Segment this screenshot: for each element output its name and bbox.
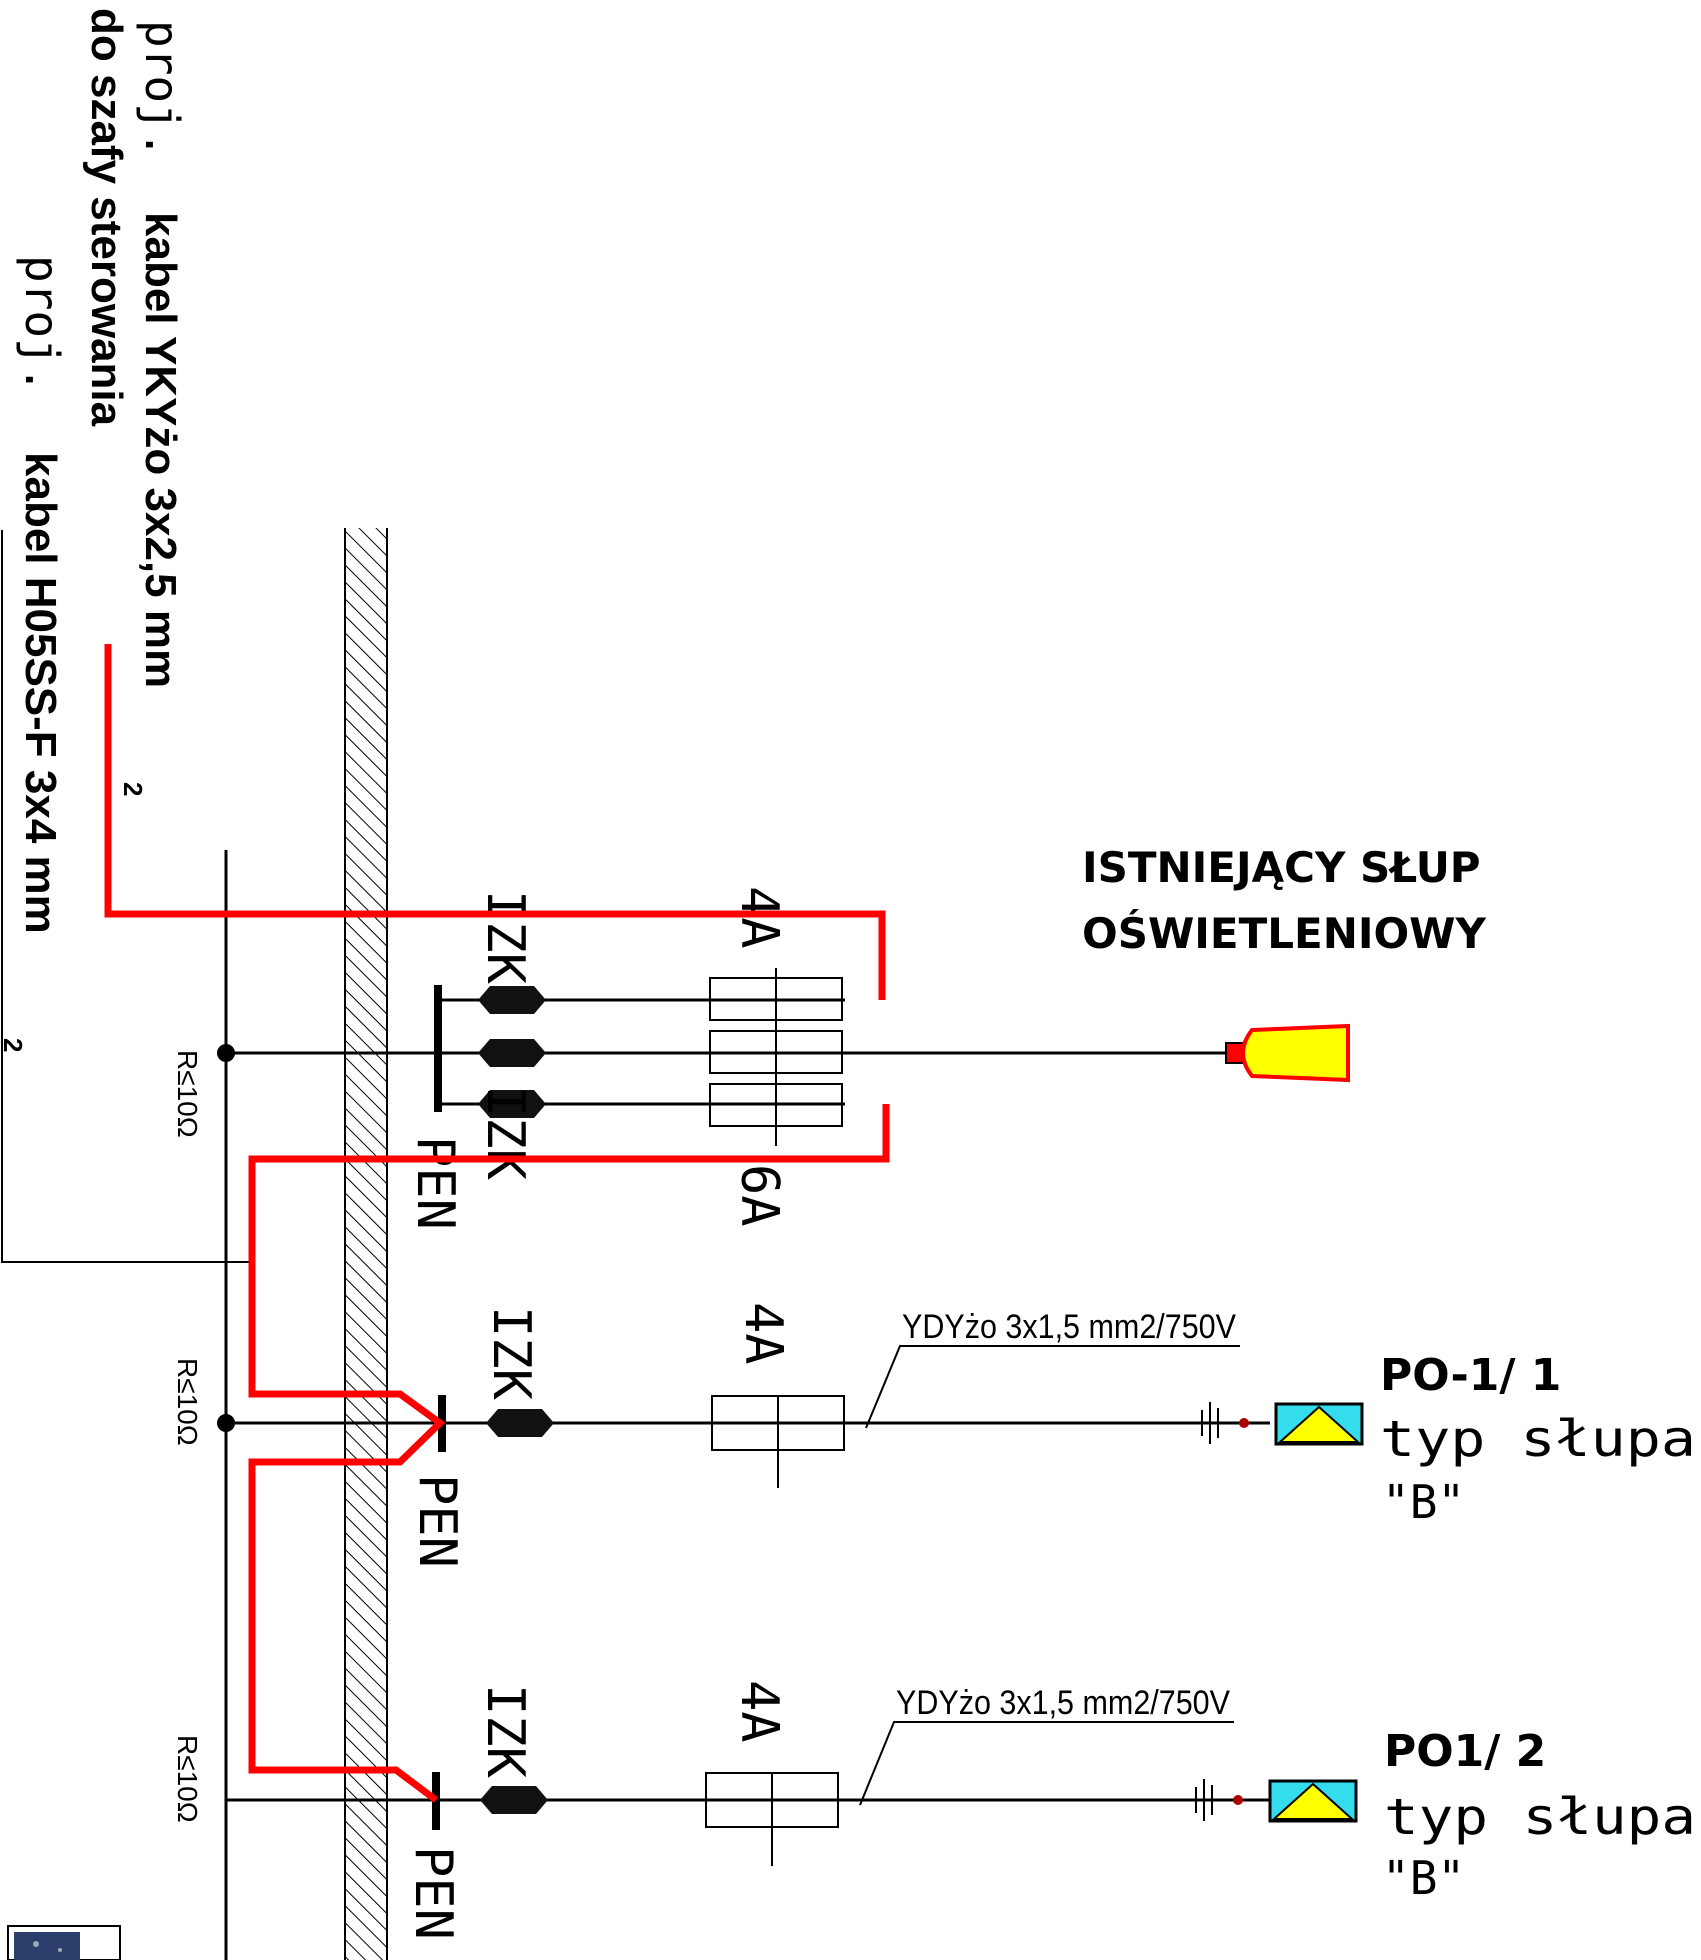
resistance-label-3: R≤10Ω — [172, 1735, 203, 1823]
pen-label-1: PEN — [405, 1136, 465, 1230]
red-cable-ykyzo — [104, 644, 886, 1000]
fuse-label-6a: 6A — [729, 1164, 789, 1227]
ydy-cable-label-1: YDYżo 3x1,5 mm2/750V — [902, 1308, 1236, 1346]
earth-electrode-dot — [217, 1414, 235, 1432]
pole-type-value-2: "B" — [1382, 1851, 1465, 1905]
ydy-cable-label-2: YDYżo 3x1,5 mm2/750V — [896, 1684, 1230, 1722]
lamp-luminaire-icon — [1225, 1023, 1350, 1083]
ground-symbol-icon — [1201, 1402, 1249, 1444]
lamp-luminaire-icon — [1274, 1402, 1364, 1446]
izk-connector-icon — [480, 1786, 548, 1814]
pen-label-2: PEN — [407, 1474, 467, 1568]
pole-type-label-1: typ słupa — [1380, 1410, 1696, 1468]
fuse-icon — [709, 968, 843, 1146]
proj-label-1: proj. — [135, 20, 189, 158]
ydy-leader-1 — [865, 1345, 1240, 1429]
izk-connector-icon — [478, 986, 546, 1118]
resistance-label-2: R≤10Ω — [172, 1358, 203, 1446]
ground-symbol-icon — [1195, 1779, 1243, 1821]
izk-label-2: IZK — [481, 1306, 541, 1401]
proj-cable-h05ss-label: proj. kabel H05SS-F 3x4 mm 2 — [0, 255, 69, 1052]
existing-pole-line1: ISTNIEJĄCY SŁUP — [1082, 843, 1481, 892]
izk-label-3: IZK — [475, 1684, 535, 1779]
izk-label-1a: IZK — [475, 890, 535, 985]
to-control-cabinet-label: do szafy sterowania — [82, 8, 131, 427]
computer-thumbnail-icon — [7, 1925, 121, 1960]
cable-ykyzo-label: kabel YKYżo 3x2,5 mm — [136, 212, 185, 688]
izk-label-1b: IZK — [475, 1086, 535, 1181]
red-cable-h05ss — [248, 1104, 890, 1803]
lamp-luminaire-icon — [1268, 1779, 1358, 1823]
cable-h05ss-superscript: 2 — [0, 1038, 28, 1052]
cable-h05ss-line — [1, 530, 252, 1263]
fuse-icon — [711, 1395, 845, 1488]
proj-label-2: proj. — [15, 255, 69, 393]
resistance-label-1: R≤10Ω — [172, 1050, 203, 1138]
existing-pole-line2: OŚWIETLENIOWY — [1082, 908, 1487, 958]
fuse-label-4a-2: 4A — [733, 1302, 793, 1365]
proj-cable-ykyzo-label: proj. kabel YKYżo 3x2,5 mm 2 — [118, 20, 189, 796]
po1-1-label: PO-1/ 1 — [1380, 1350, 1561, 1401]
pole-type-label-2: typ słupa — [1384, 1788, 1696, 1846]
cable-ykyzo-superscript: 2 — [118, 782, 148, 796]
izk-connector-icon — [486, 1409, 554, 1437]
wall-hatch — [345, 528, 387, 1960]
earth-electrode-dot — [217, 1044, 235, 1062]
fuse-label-4a-3: 4A — [729, 1680, 789, 1743]
fuse-icon — [705, 1772, 839, 1866]
ydy-leader-2 — [859, 1721, 1234, 1806]
cable-h05ss-label: kabel H05SS-F 3x4 mm — [16, 452, 65, 934]
pen-label-3: PEN — [403, 1846, 463, 1940]
po1-2-label: PO1/ 2 — [1384, 1726, 1546, 1777]
pole-type-value-1: "B" — [1382, 1475, 1465, 1529]
